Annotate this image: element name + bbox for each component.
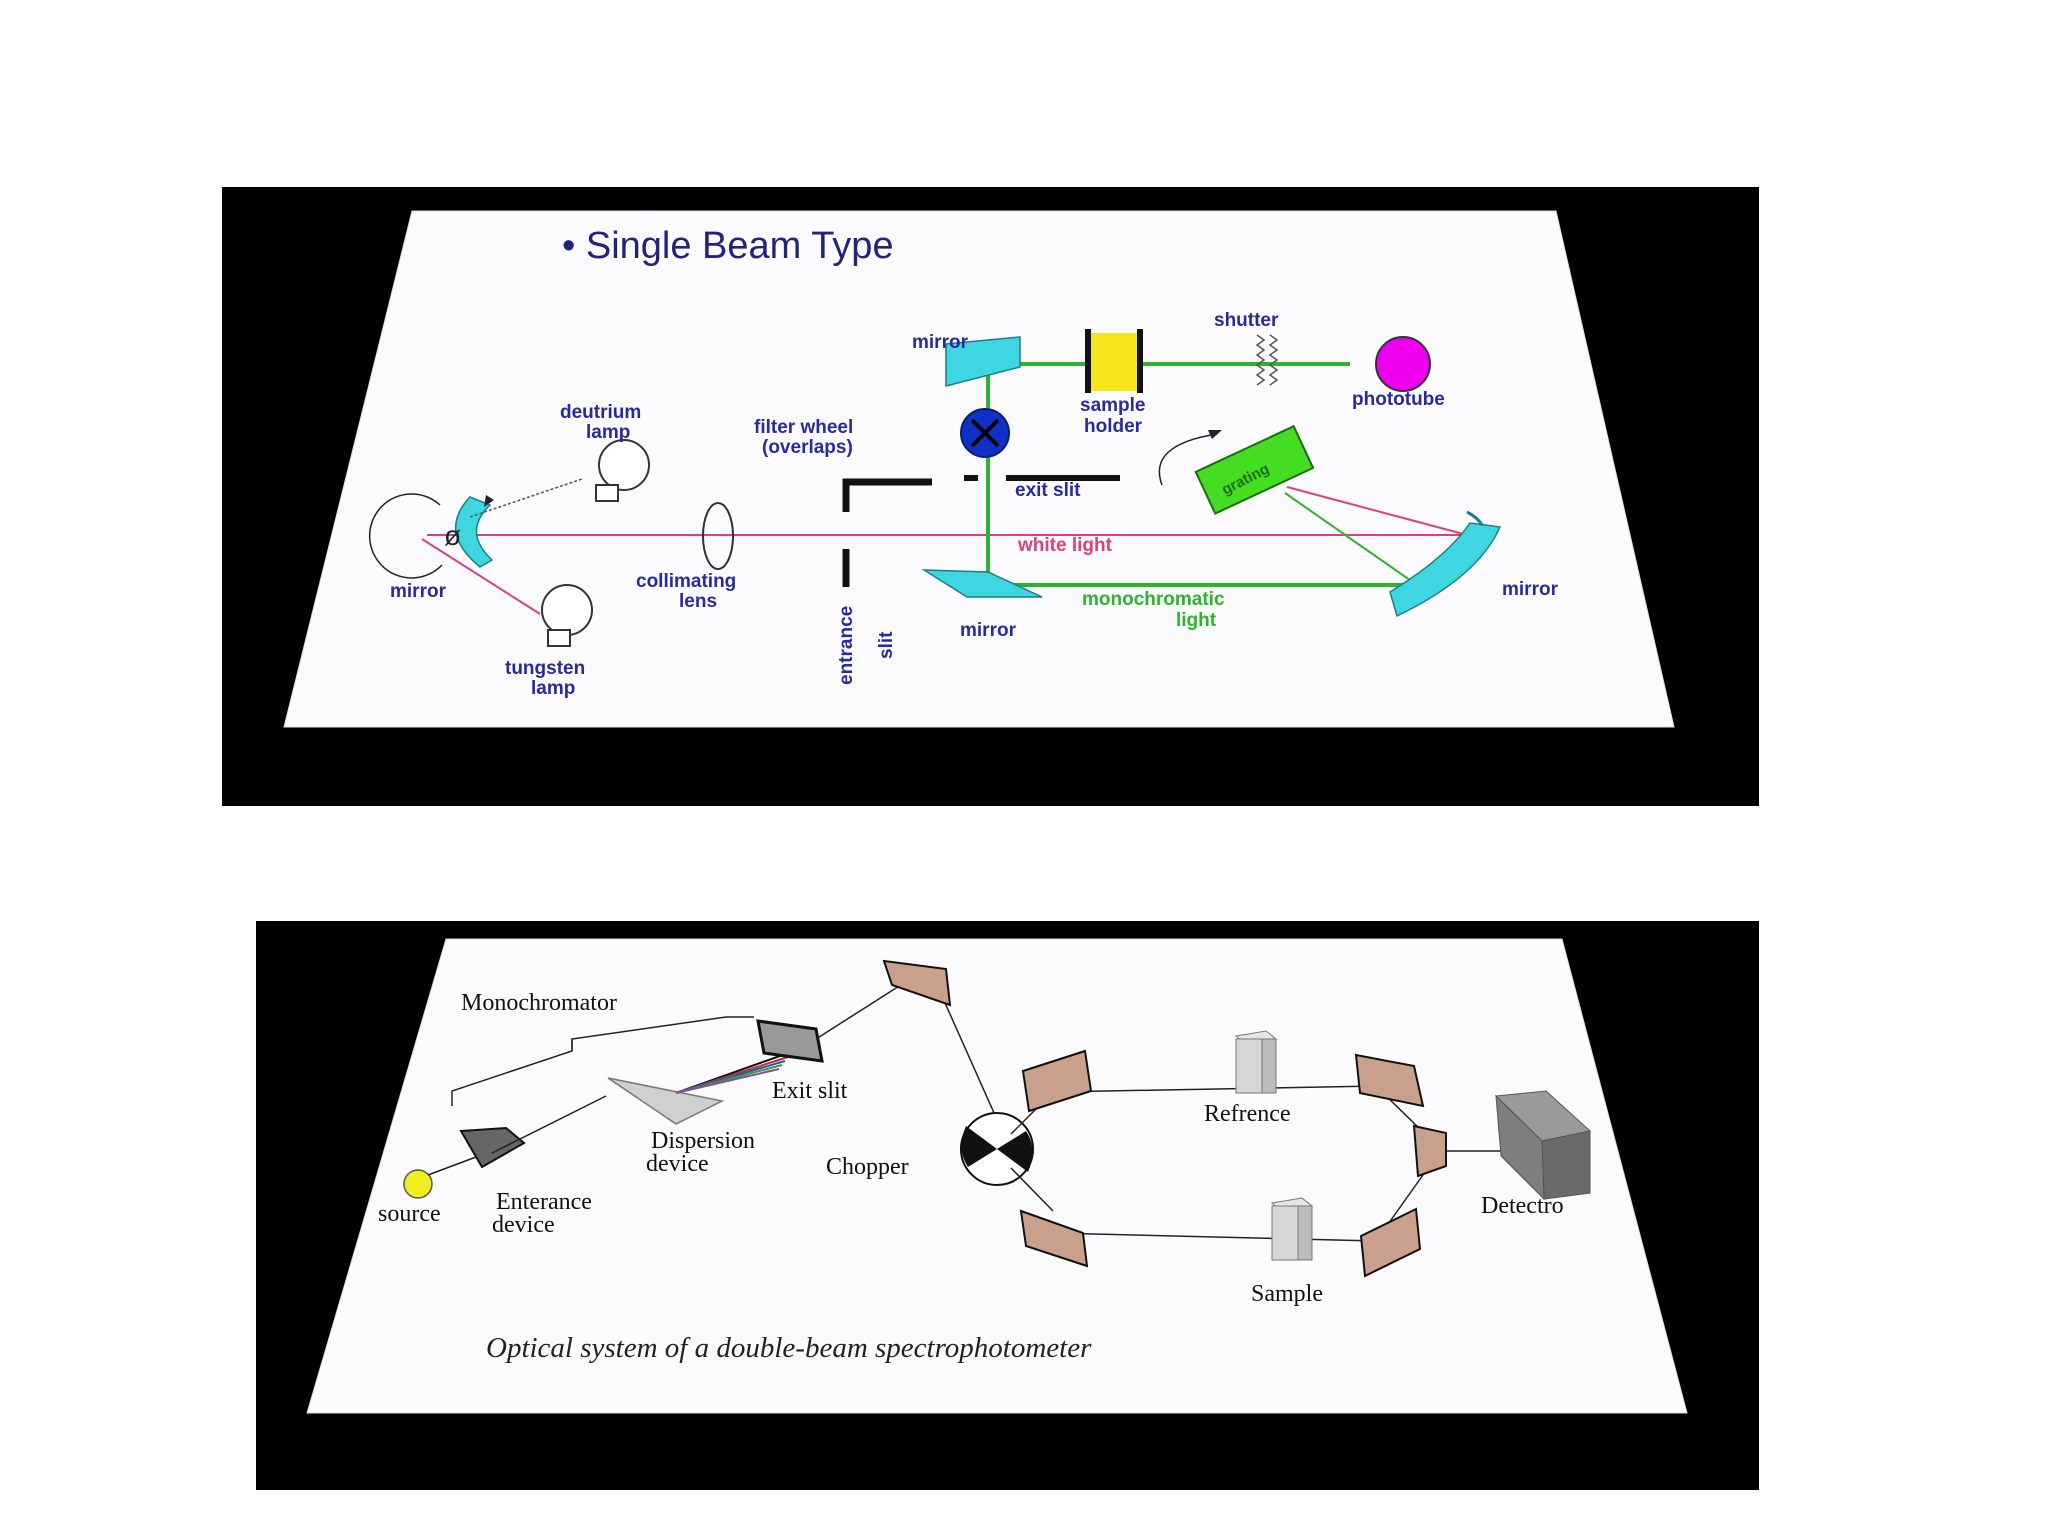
entrance-beam xyxy=(491,1095,607,1154)
label-dispersion-device: Dispersion xyxy=(651,1128,755,1154)
label-collimating-lens: collimating xyxy=(636,571,736,592)
dispersion-prism-icon xyxy=(607,1077,725,1125)
concave-mirror xyxy=(1389,522,1502,618)
chopper-blade xyxy=(961,1126,997,1167)
tungsten-lamp-base xyxy=(547,629,571,647)
label-shutter: shutter xyxy=(1214,310,1279,331)
mirror-upper-right xyxy=(1354,1053,1425,1108)
double-beam-diagram: Monochromator Exit slit Refrence Dispers… xyxy=(306,938,1688,1414)
label-deutrium-lamp: deutrium xyxy=(560,402,641,423)
deutrium-lamp-base xyxy=(595,484,619,502)
label-filter-wheel: filter wheel xyxy=(754,417,853,438)
mirror-upper-left xyxy=(1021,1049,1093,1113)
label-entrance-slit: slit xyxy=(876,631,897,659)
rotation-arrow-icon xyxy=(368,493,443,579)
grating-rotation-arrow xyxy=(1158,433,1218,486)
top-mirror xyxy=(945,336,1021,387)
mirror-lower-right xyxy=(1359,1207,1422,1278)
exit-slit-icon xyxy=(756,1019,824,1063)
grating-beam xyxy=(1284,492,1418,586)
label-mirror-top: mirror xyxy=(912,332,969,353)
deutrium-lamp-icon xyxy=(598,439,650,491)
label-mirror-left: mirror xyxy=(390,581,447,602)
sample-cuvette-icon xyxy=(1270,1197,1314,1261)
diagram-caption: Optical system of a double-beam spectrop… xyxy=(486,1332,1092,1364)
label-chopper: Chopper xyxy=(826,1154,909,1180)
entrance-slit xyxy=(842,478,932,587)
collimating-lens-icon xyxy=(702,502,734,570)
arrowhead-icon xyxy=(484,495,494,507)
source-mirror xyxy=(455,496,494,568)
filter-wheel-cross xyxy=(970,418,1000,448)
label-collimating-lens: lens xyxy=(679,591,717,612)
label-monochromatic-light: light xyxy=(1176,610,1217,631)
source-icon xyxy=(403,1169,433,1199)
label-exit-slit: exit slit xyxy=(1015,480,1081,501)
chopper-blade xyxy=(997,1131,1033,1172)
label-monochromator: Monochromator xyxy=(461,990,617,1016)
label-enterance-device: device xyxy=(492,1212,555,1238)
label-deutrium-lamp: lamp xyxy=(586,422,630,443)
mirror-top-edge xyxy=(1466,510,1484,526)
entrance-device-icon xyxy=(459,1126,526,1169)
label-exit-slit: Exit slit xyxy=(772,1078,848,1104)
shutter-icon xyxy=(1255,334,1279,386)
fold-mirror-top xyxy=(882,959,952,1007)
label-detectro: Detectro xyxy=(1481,1193,1564,1219)
label-entrance-slit: entrance xyxy=(836,606,857,685)
label-tungsten-lamp: tungsten xyxy=(505,658,585,679)
arrowhead-icon xyxy=(1208,430,1222,439)
label-filter-wheel: (overlaps) xyxy=(762,437,853,458)
label-dispersion-device: device xyxy=(646,1151,709,1177)
label-sample-holder: sample xyxy=(1080,395,1145,416)
reference-cuvette-icon xyxy=(1234,1030,1278,1094)
label-phototube: phototube xyxy=(1352,389,1445,410)
slide-surface xyxy=(283,210,1675,728)
double-beam-panel: Monochromator Exit slit Refrence Dispers… xyxy=(256,921,1759,1490)
single-beam-diagram: • Single Beam Type ø xyxy=(283,210,1675,728)
slide-title: • Single Beam Type xyxy=(562,225,894,267)
monochromatic-beam xyxy=(986,362,1417,587)
label-tungsten-lamp: lamp xyxy=(531,678,575,699)
beam-paths xyxy=(1010,1085,1501,1242)
phototube-icon xyxy=(1375,336,1431,392)
label-monochromatic-light: monochromatic xyxy=(1082,589,1225,610)
label-mirror-bottom: mirror xyxy=(960,620,1017,641)
tungsten-lamp-icon xyxy=(541,584,593,636)
detector-icon xyxy=(1494,1090,1592,1201)
white-light-beam xyxy=(421,486,1468,615)
bottom-mirror xyxy=(921,569,1043,598)
sample-holder-icon xyxy=(1090,333,1138,391)
spectrum-rays xyxy=(675,1051,792,1094)
label-sample: Sample xyxy=(1251,1281,1323,1307)
label-mirror-right: mirror xyxy=(1502,579,1559,600)
grating-icon xyxy=(1194,424,1315,515)
mirror-pivot-glyph: ø xyxy=(444,520,461,551)
mirror-lower-left xyxy=(1019,1209,1089,1268)
label-enterance-device: Enterance xyxy=(496,1189,592,1215)
label-refrence: Refrence xyxy=(1204,1101,1291,1127)
combining-mirror xyxy=(1412,1124,1447,1178)
single-beam-panel: • Single Beam Type ø xyxy=(222,187,1759,806)
label-white-light: white light xyxy=(1017,535,1113,556)
label-source: source xyxy=(378,1201,441,1227)
label-sample-holder: holder xyxy=(1084,416,1143,437)
